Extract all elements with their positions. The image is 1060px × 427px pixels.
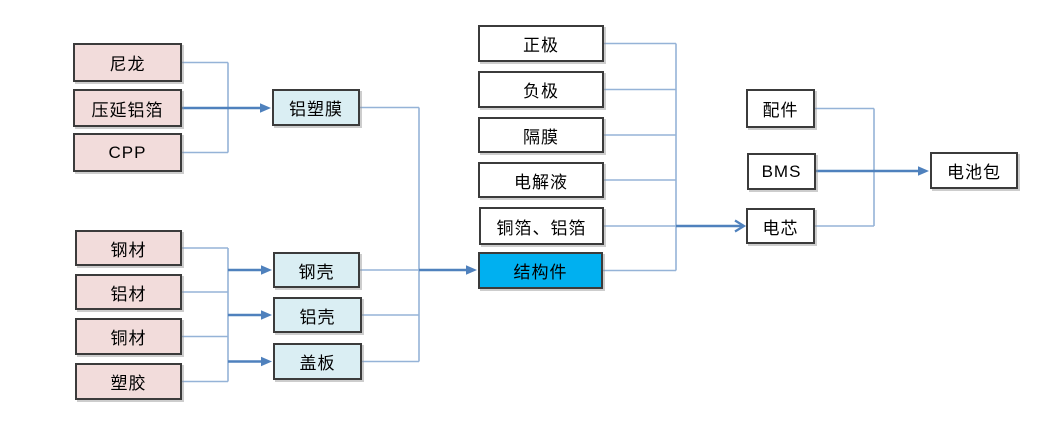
node-rolled-aluminum-foil: 压延铝箔: [73, 89, 182, 127]
node-aluminum: 铝材: [75, 274, 182, 310]
node-aluminum-plastic-film: 铝塑膜: [272, 89, 360, 126]
node-electrolyte: 电解液: [478, 162, 604, 198]
node-cover-plate: 盖板: [273, 343, 362, 380]
node-nylon: 尼龙: [73, 43, 182, 82]
arrowhead-icon: [261, 265, 272, 275]
arrowhead-icon: [466, 265, 477, 275]
node-anode: 负极: [478, 71, 604, 108]
arrowhead-icon: [261, 356, 272, 367]
node-steel: 钢材: [75, 230, 182, 266]
node-cpp: CPP: [73, 133, 182, 172]
node-structural-parts: 结构件: [478, 252, 603, 289]
arrowhead-icon: [918, 166, 929, 176]
arrowhead-icon: [261, 310, 272, 320]
node-copper-aluminum-foil: 铜箔、铝箔: [479, 207, 604, 245]
arrowhead-icon: [260, 103, 271, 113]
open-arrowhead-icon: [734, 219, 747, 233]
node-copper: 铜材: [75, 318, 182, 355]
node-plastic: 塑胶: [75, 363, 182, 400]
node-bms: BMS: [747, 153, 816, 190]
node-battery-pack: 电池包: [930, 152, 1018, 189]
node-aluminum-shell: 铝壳: [273, 297, 362, 333]
node-steel-shell: 钢壳: [273, 252, 360, 288]
node-cell: 电芯: [746, 208, 815, 244]
node-accessories: 配件: [746, 89, 815, 128]
node-cathode: 正极: [478, 25, 604, 62]
node-separator: 隔膜: [478, 117, 604, 153]
